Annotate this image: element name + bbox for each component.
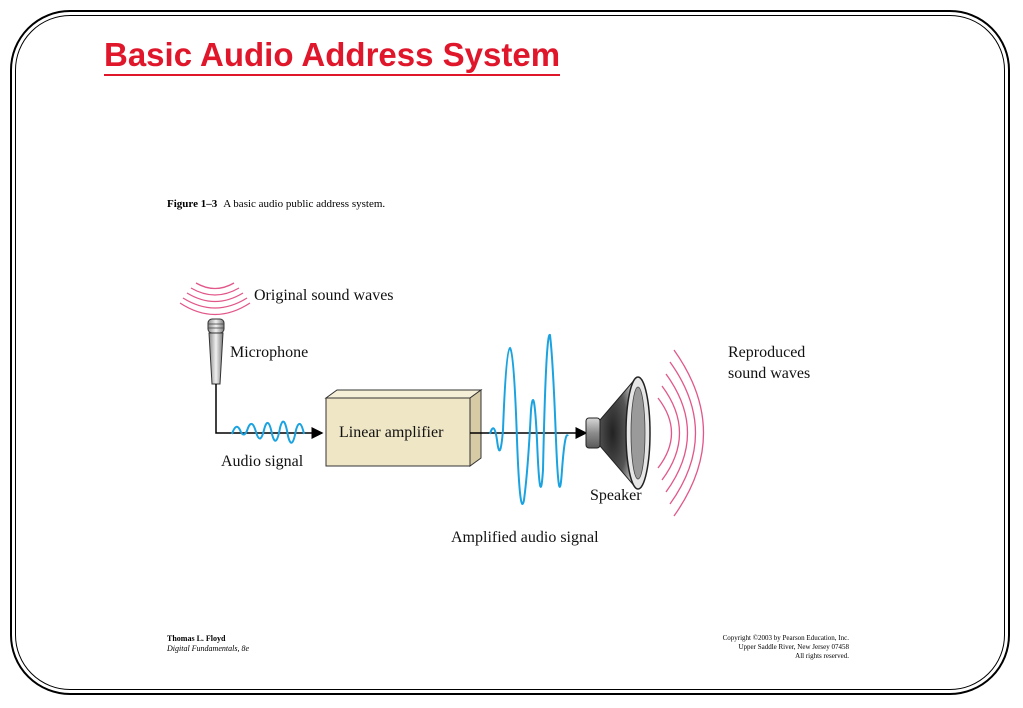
figure-caption: Figure 1–3 A basic audio public address s… [167,198,385,210]
original-sound-waves-icon [179,282,251,316]
microphone-icon [207,318,225,385]
slide-frame [10,10,1010,695]
speaker-icon [585,376,651,490]
amplified-signal-label: Amplified audio signal [451,529,599,546]
footer-copyright-line3: All rights reserved. [795,652,849,660]
linear-amplifier-box [324,389,483,467]
microphone-label: Microphone [230,344,308,361]
reproduced-waves-label-line1: Reproduced [728,344,805,361]
reproduced-sound-waves-icon [657,349,705,517]
original-waves-label: Original sound waves [254,287,394,304]
footer-author: Thomas L. Floyd [167,634,226,643]
figure-caption-text: A basic audio public address system. [223,198,386,210]
audio-signal-label: Audio signal [221,453,304,470]
footer-copyright-line1: Copyright ©2003 by Pearson Education, In… [722,634,849,642]
amplified-signal-wave-icon [489,333,569,505]
figure-number: Figure 1–3 [167,198,218,210]
audio-signal-wave-icon [231,420,305,444]
speaker-label: Speaker [590,487,642,504]
footer-copyright-block: Copyright ©2003 by Pearson Education, In… [723,634,849,661]
amplifier-label: Linear amplifier [339,424,444,441]
footer-author-block: Thomas L. Floyd Digital Fundamentals, 8e [167,634,249,654]
footer-book: Digital Fundamentals, 8e [167,644,249,653]
slide-frame-inner [15,15,1005,690]
slide-title: Basic Audio Address System [104,36,561,76]
reproduced-waves-label-line2: sound waves [728,365,810,382]
footer-copyright-line2: Upper Saddle River, New Jersey 07458 [738,643,849,651]
